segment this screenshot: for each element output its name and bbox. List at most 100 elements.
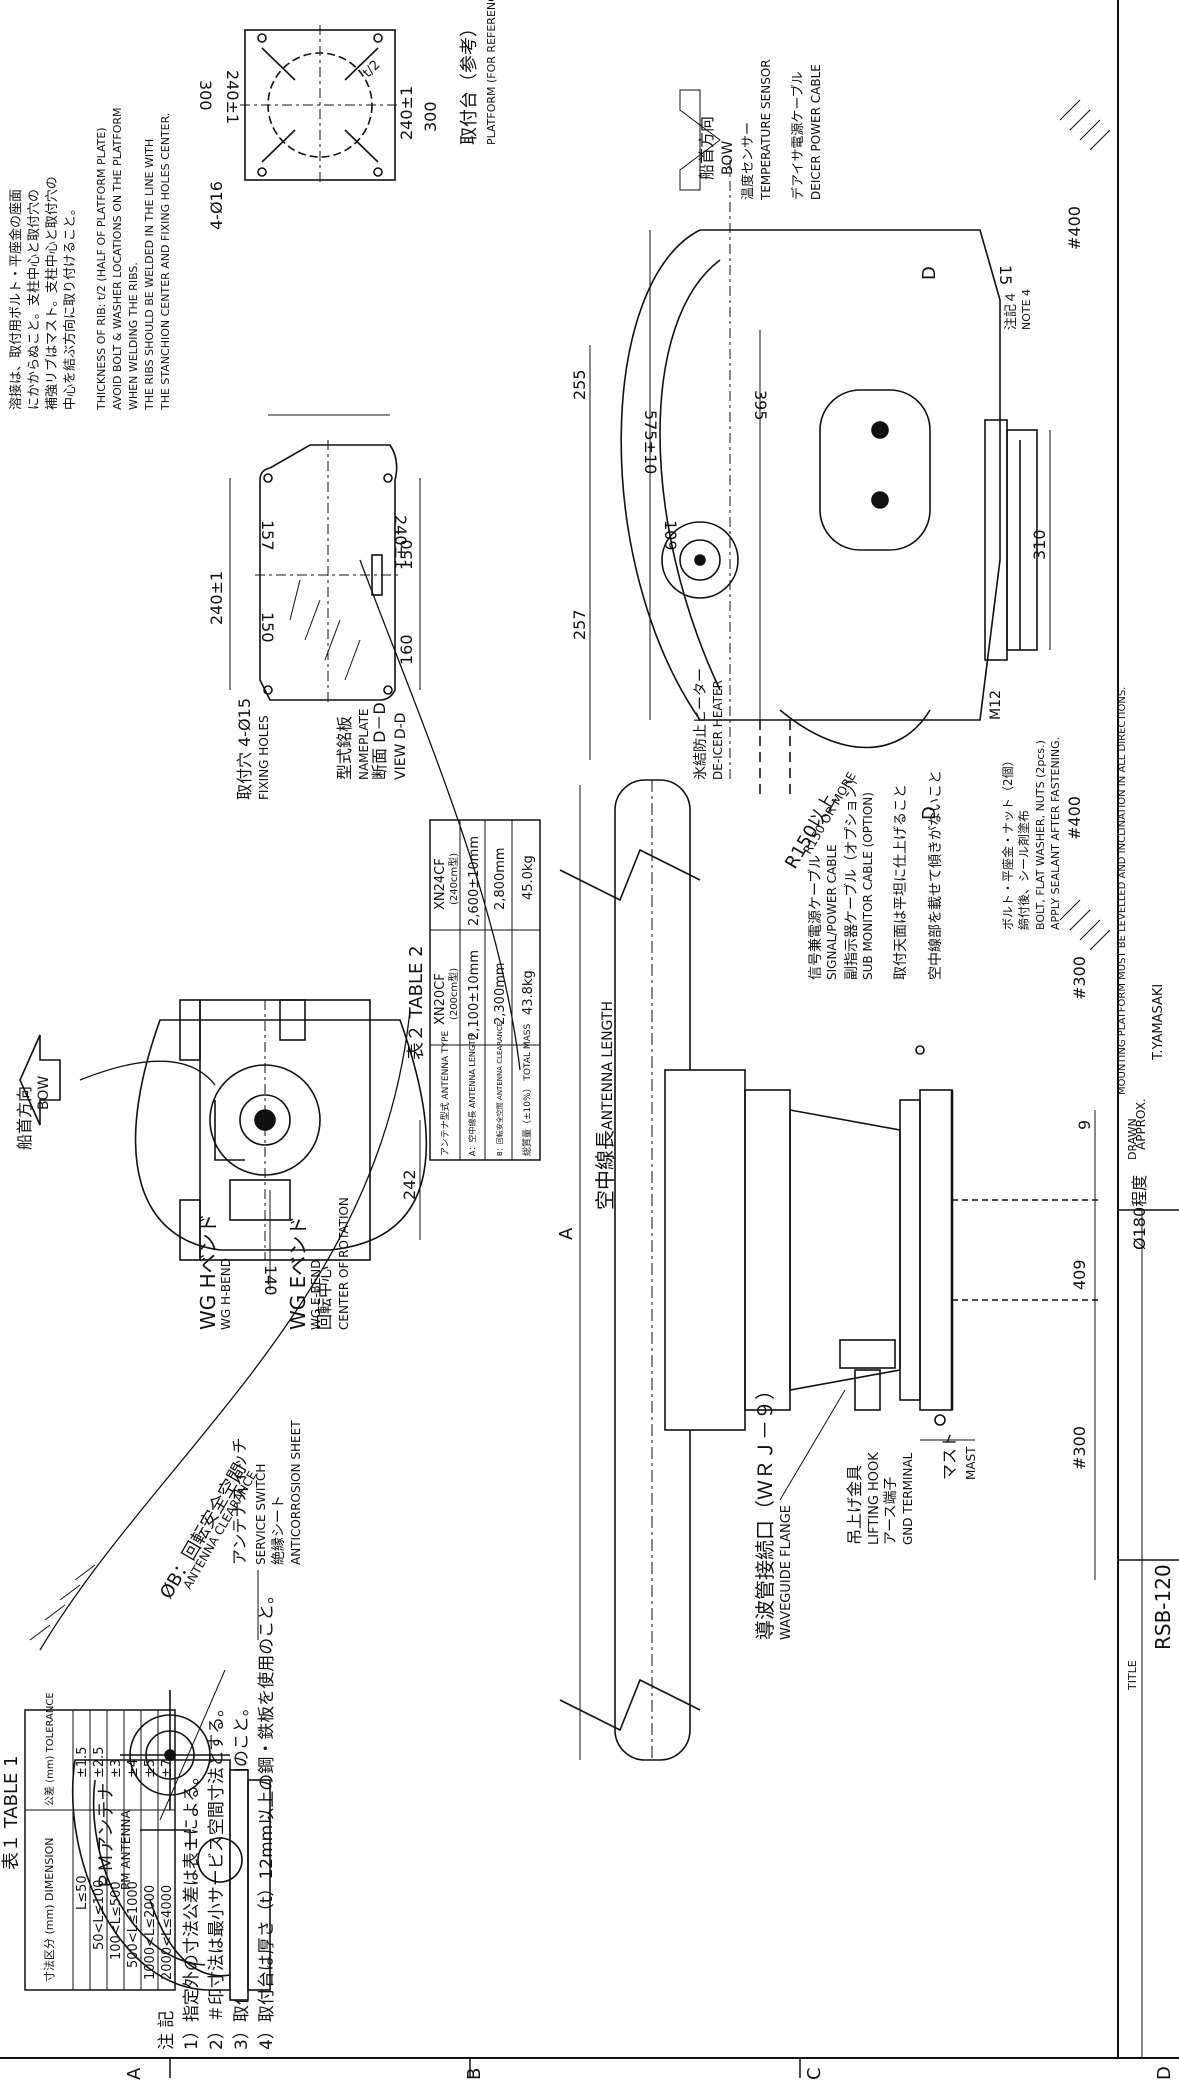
table-2-type: XN20CF [433,973,448,1025]
dim-180: Ø180程度 [1130,1175,1149,1250]
table-1-cell: 2000<L≤4000 [160,1885,175,1980]
platform-dim-300-top: 300 [421,101,440,132]
view-dd-labels: 240±1 157 150 150 160 240±1 取付穴 4-Ø15 FI… [207,414,421,800]
platform-note-ja: にかからぬこと。支柱中心と取付穴の [27,189,42,410]
bolt-note-ja-2: 締付後、シール剤塗布 [1016,810,1031,930]
dim-9: 9 [1075,1120,1094,1130]
margin-letter-a: A [124,2067,145,2080]
top-view-drawing [19,999,428,1261]
dim-300-left: #300 [1070,1426,1089,1470]
dim-395: 395 [751,390,770,421]
fixing-holes-label: 取付穴 4-Ø15 [235,698,254,800]
wg-e-bend-label: WG Eベンド [286,1216,310,1330]
table-2-cell: 2,300mm [493,962,508,1025]
right-view-labels: 船首方向 BOW 温度センサー TEMPERATURE SENSOR デアイサ電… [570,59,1084,930]
anticorrosion-label: 絶縁シート [271,1495,287,1565]
dim-255: 255 [570,369,589,400]
bow-label-left: 船首方向 [15,1086,34,1150]
wg-h-bend-label: WG Hベンド [196,1213,220,1330]
table-1-cell: 100<L≤500 [109,1881,124,1960]
bow-label-right: 船首方向 [697,116,716,180]
notes-heading: 注 記 [157,2011,177,2050]
view-dd-drawing [255,440,400,705]
deicer-cable-label: デアイサ電源ケーブル [790,71,806,200]
table-1-header-dimension: 寸法区分 (mm) DIMENSION [42,1837,56,1982]
mast-label-en: MAST [964,1446,978,1480]
signal-cable-label: 信号兼電源ケーブル [807,855,824,980]
deicer-heater-label: 氷結防止ヒーター [693,668,709,780]
table-1-title: 表１ TABLE 1 [1,1755,22,1870]
margin-letter-d: D [1154,2066,1175,2080]
sub-monitor-label: 副指示器ケーブル（オプション） [843,771,860,980]
mounting-note: MOUNTING PLATFORM MUST BE LEVELLED AND I… [1117,687,1128,1095]
signal-cable-label-en: SIGNAL/POWER CABLE [825,844,839,980]
margin-letters: A B C D [124,2066,1175,2080]
table-1-cell: ±7 [160,1759,175,1778]
note-item: 1）指定外の寸法公差は表１による。 [182,1768,202,2050]
anticorrosion-label-en: ANTICORROSION SHEET [289,1420,303,1565]
table-1-cell: ±1.5 [75,1746,90,1778]
lifting-hook-label: 吊上げ金具 [845,1465,864,1545]
right-view-drawing [620,160,1038,800]
m12-label: M12 [988,690,1004,720]
table-2-cell: 2,100±10mm [467,950,482,1040]
title-block: DRAWN T.YAMASAKI TITLE RSB-120 [1118,984,1179,2058]
center-of-rotation-ja: 回転中心 [315,1266,334,1330]
table-2-title: 表２ TABLE 2 [406,945,427,1060]
note-item: 2）＃印寸法は最小サービス空間寸法とする。 [207,1700,227,2050]
bolt-note-en: BOLT, FLAT WASHER, NUTS (2pcs.) [1034,740,1047,930]
table-2-row-label: A：空中線長 ANTENNA LENGTH [467,1034,477,1156]
dim-409: 409 [1070,1259,1089,1290]
nameplate-label: 型式銘板 [335,716,354,780]
platform-title: 取付台（参考） [459,19,480,145]
platform-labels: 300 240±1 240±1 300 t/2 4-Ø16 取付台（参考） PL… [8,0,498,411]
waveguide-flange-label: 導波管接続口（ＷＲＪ－９） [753,1380,777,1640]
table-2-cell: 2,800mm [493,847,508,910]
table-1-header-tolerance: 公差 (mm) TOLERANCE [43,1692,56,1806]
platform-title-en: PLATFORM (FOR REFERENCE) [485,0,498,145]
section-marker-d-top: D [919,266,940,280]
wg-e-bend-label-en: WG E-BEND [309,1260,323,1331]
dd-dim-150-top: 150 [258,612,277,643]
dd-dim-160: 160 [397,634,416,665]
side-view-labels: ＰＭアンテナ PM ANTENNA アンテナスイッチ SERVICE SWITC… [96,1420,303,1890]
mast-label: マスト [940,1432,959,1480]
temp-sensor-label-en: TEMPERATURE SENSOR [759,59,773,201]
antenna-length-en: ANTENNA LENGTH [600,1001,616,1130]
platform-dim-240-bottom: 240±1 [223,70,242,124]
pm-antenna-label: ＰＭアンテナ [96,1783,117,1890]
dd-dim-157: 157 [258,520,277,551]
fixing-holes-label-en: FIXING HOLES [257,715,271,800]
note-4-label: 注記４ [1003,291,1019,330]
platform-note-ja: 中心を結ぶ方向に取り付けること。 [62,202,78,410]
table-2-cell: 2,600±10mm [467,836,482,926]
bow-arrow-right-icon [679,89,721,191]
table-1-cell: L≤50 [75,1875,90,1910]
sub-monitor-label-en: SUB MONITOR CABLE (OPTION) [861,792,875,980]
table-2-row-label: 総質量（±10%） TOTAL MASS [521,1024,533,1156]
platform-note-en: THICKNESS OF RIB: t/2 (HALF OF PLATFORM … [95,127,108,411]
table-1-cell: 1000<L≤2000 [143,1885,158,1980]
lifting-hook-label-en: LIFTING HOOK [867,1452,882,1545]
platform-note-ja: 溶接は、取付用ボルト・平座金の座面 [8,189,24,410]
bolt-note-en-2: APPLY SEALANT AFTER FASTENING. [1049,737,1062,930]
dim-a: A [556,1227,577,1240]
section-marker-d-bottom: D [919,806,940,820]
table-2-type: XN24CF [433,858,448,910]
pm-antenna-label-en: PM ANTENNA [119,1810,133,1890]
dim-575: 575±10 [641,410,660,474]
note-item: 4）取付台は厚さ（t）12mm以上の鋼・鉄板を使用のこと。 [256,1587,277,2050]
table-2-sub: (240cm型) [447,853,460,905]
front-view-drawing [559,779,1100,1761]
gnd-terminal-label: アース端子 [883,1477,899,1545]
table-2: 表２ TABLE 2 アンテナ型式 ANTENNA TYPE A：空中線長 AN… [406,819,541,1161]
title-label: TITLE [1126,1660,1139,1691]
waveguide-flange-label-en: WAVEGUIDE FLANGE [779,1505,794,1640]
platform-note-ja: 補強リブはマスト。支柱中心と取付穴の [44,176,60,410]
platform-note-en: AVOID BOLT & WASHER LOCATIONS ON THE PLA… [111,108,124,411]
platform-flat-note-2: 空中線部を載せて傾きがないこと [928,770,944,980]
dim-109: 109 [661,520,680,551]
dim-15: 15 [996,265,1015,285]
gnd-terminal-label-en: GND TERMINAL [901,1452,915,1545]
